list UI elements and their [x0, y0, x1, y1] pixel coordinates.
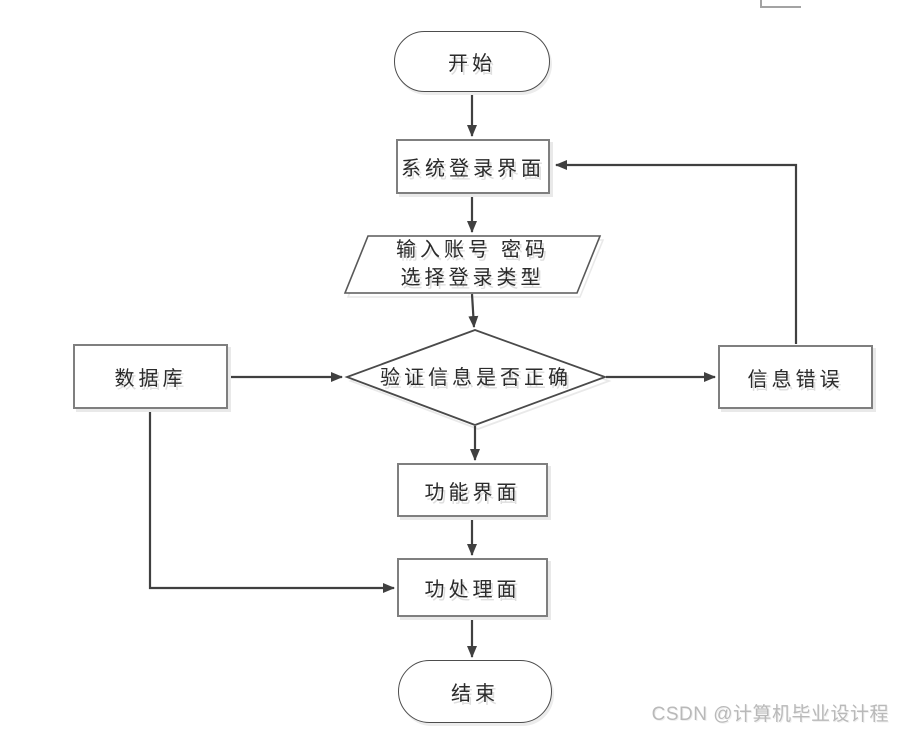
corner-fragment — [760, 0, 801, 8]
node-decision-text: 验证信息是否正确 — [380, 366, 572, 389]
node-error: 信息错误 — [718, 345, 873, 409]
node-login: 系统登录界面 — [396, 139, 550, 194]
edge-input-decision — [468, 293, 479, 328]
node-input-line2: 选择登录类型 — [400, 267, 545, 289]
node-function: 功能界面 — [397, 463, 548, 517]
node-login-label: 系统登录界面 — [401, 158, 545, 180]
decision-shape — [344, 329, 608, 426]
csdn-watermark: CSDN @计算机毕业设计程 — [651, 704, 889, 725]
node-error-label: 信息错误 — [747, 368, 844, 391]
node-start-label: 开始 — [448, 53, 496, 75]
edge-error-login — [555, 160, 798, 344]
node-processing: 功处理面 — [397, 558, 548, 617]
node-end-label: 结束 — [451, 683, 499, 705]
node-processing-label: 功处理面 — [424, 579, 521, 601]
node-decision-label: 验证信息是否正确 — [347, 330, 605, 425]
node-database: 数据库 — [73, 344, 228, 409]
node-database-label: 数据库 — [114, 368, 187, 390]
node-function-label: 功能界面 — [424, 481, 521, 504]
node-input-line1: 输入账号 密码 — [396, 239, 549, 261]
node-input-label: 输入账号 密码 选择登录类型 — [350, 235, 595, 293]
node-end: 结束 — [398, 660, 552, 723]
node-start: 开始 — [394, 31, 550, 92]
io-shape — [343, 235, 602, 294]
edge-database-processing — [148, 410, 395, 593]
